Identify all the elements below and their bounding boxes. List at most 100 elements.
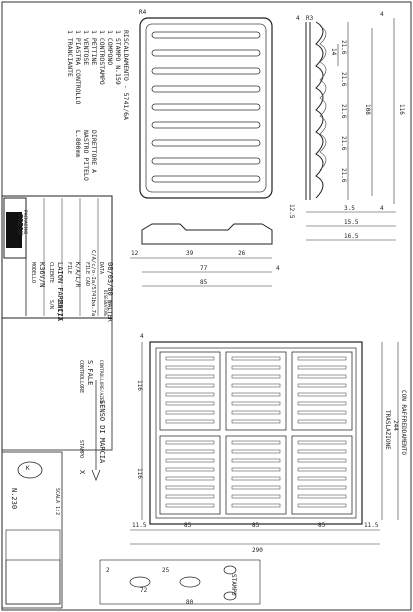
side-notes-block: DIRETTORE A NASTRO PITELO L.800mm [74,130,98,181]
legend-scale: SCALA 1:2 [54,488,60,515]
mould-slot [297,383,347,388]
cavity-slot [151,103,261,111]
mould-slot [165,365,215,370]
dim-4a: 4 [296,15,300,22]
cliente-value: LAION FARMACIA [56,262,64,322]
dim-290: 290 [252,547,263,554]
mould-slot [165,374,215,379]
side-note-1: NASTRO PITELO [82,130,90,181]
dim-25: 25 [162,567,170,574]
note-2: 1 COMPONO [106,30,114,65]
title-block [1,195,113,319]
note-7: 1 TRANCIANTE [66,30,74,77]
mould-slot [231,449,281,454]
data-label: DATA [98,262,104,274]
cavity-slot [151,157,261,165]
dim-15-5: 15.5 [344,219,359,226]
modello-label: MODELLO [30,262,36,283]
mould-slot [165,494,215,499]
mould-slot [165,440,215,445]
cavity-slot [151,49,261,57]
mould-slot [231,485,281,490]
stampo-label: STAMPO [78,440,84,458]
mould-slot [165,383,215,388]
dim-12-5: 12.5 [288,204,295,219]
mould-slot [231,383,281,388]
mould-slot [297,503,347,508]
mould-slot [231,401,281,406]
label-r3: R3 [306,15,314,22]
note-6: 1 PIASTRA CONTROLLO [74,30,82,104]
data-value: 08/03/00 [106,262,114,296]
mould-slot [165,410,215,415]
tray-profile-view [305,18,396,241]
mould-slot [165,458,215,463]
mould-slot [231,374,281,379]
tray-side-view [130,223,273,287]
mould-slot [165,476,215,481]
dim-77: 77 [200,265,208,272]
mould-slot [165,392,215,397]
company-logo-text: FRESH [16,214,24,235]
mould-slot [231,503,281,508]
mould-slot [297,356,347,361]
mould-slot [231,494,281,499]
mould-cell [159,435,221,515]
legend-tag: K [26,465,30,472]
dim-85-a: 85 [184,522,192,529]
contr-label: CONTROLLORE/AZEN [98,360,104,404]
mould-cavities [159,351,353,515]
modello-value: K36V/N [38,262,46,287]
dim-85: 85 [200,279,208,286]
mould-slot [297,494,347,499]
dim-80: 80 [186,599,194,606]
mould-cell [291,351,353,431]
dim-11-5-b: 11.5 [364,522,379,529]
dim-108: 108 [364,104,371,115]
mould-slot [165,356,215,361]
mould-slot [231,419,281,424]
stampo-value: X [78,470,86,475]
mould-cell [225,351,287,431]
dim-85-c: 85 [318,522,326,529]
dim-4b: 4 [380,11,384,18]
legend-code: N.230 [10,488,18,509]
mould-slot [231,410,281,415]
dim-85-b: 85 [252,522,260,529]
controllore-label: CONTROLLORE [78,360,84,393]
dim-12: 12 [131,250,139,257]
dim-116-a: 116 [136,380,143,391]
mould-slot [165,503,215,508]
mould-slot [231,440,281,445]
cliente-label: CLIENTE [48,262,54,283]
sn-label: S/N [48,300,54,309]
dim-3-5: 3.5 [344,205,355,212]
file-label: FILE [66,262,72,274]
note-5: 1 VENTOSE [82,30,90,65]
mould-slot [297,419,347,424]
mould-slot [297,392,347,397]
dim-72: 72 [140,587,148,594]
cavity-slot [151,67,261,75]
mould-slot [231,476,281,481]
mould-slot [297,374,347,379]
mould-slot [297,401,347,406]
dim-39: 39 [186,250,194,257]
controller-strip [1,317,113,451]
disegno-value: WALTER [106,300,113,322]
dim-pitch-2: 21.6 [340,72,347,87]
dim-16-5: 16.5 [344,233,359,240]
mould-slot [297,476,347,481]
mould-cell [225,435,287,515]
traslazione-value: 244 [392,420,399,431]
direction-arrow-icon [91,469,101,482]
legend-label: STAMPO [230,574,237,596]
mould-slot [297,467,347,472]
cavity-slot [151,121,261,129]
cavity-slot [151,175,261,183]
mould-slot [297,458,347,463]
mould-slot [231,467,281,472]
mould-layout-view [130,341,399,545]
